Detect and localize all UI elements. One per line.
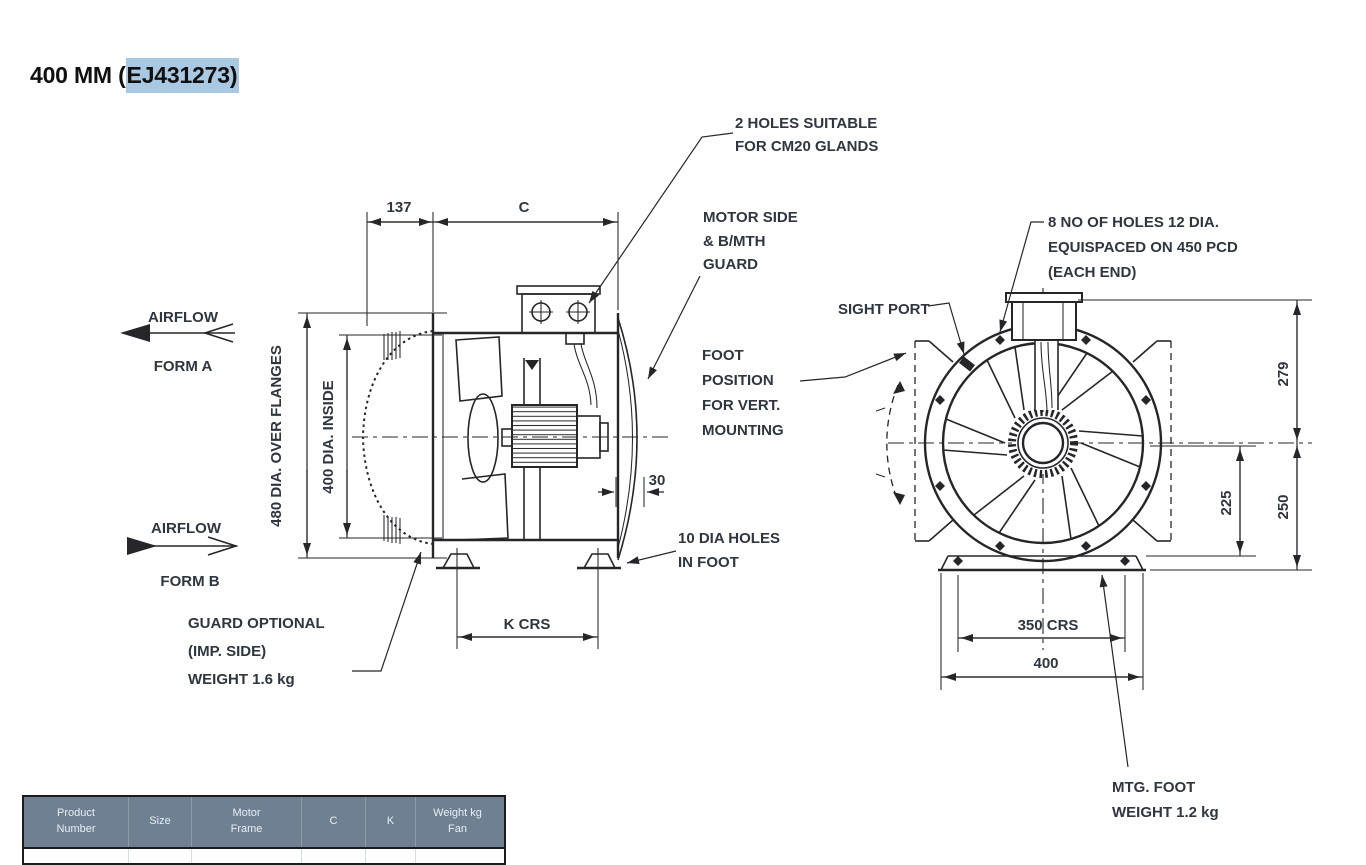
note-foot-pos-line1: FOOT xyxy=(702,347,744,364)
col-header-motor-frame: Motor Frame xyxy=(192,797,302,847)
note-guard-opt-line1: GUARD OPTIONAL xyxy=(188,615,325,632)
table-row xyxy=(24,849,504,863)
note-motor-side-guard: MOTOR SIDE & B/MTH GUARD xyxy=(647,209,798,380)
dim-400-label: 400 xyxy=(1033,655,1058,672)
note-foot-pos-line4: MOUNTING xyxy=(702,422,784,439)
fan-casing xyxy=(431,313,638,561)
note-glands-line2: FOR CM20 GLANDS xyxy=(735,138,878,155)
dimensions-table: Product Number Size Motor Frame C K Weig… xyxy=(22,795,506,865)
note-guard-optional: GUARD OPTIONAL (IMP. SIDE) WEIGHT 1.6 kg xyxy=(188,551,422,688)
dim-225-label: 225 xyxy=(1218,490,1235,515)
front-view: 279 250 225 350 CRS xyxy=(875,288,1312,690)
airflow-left-arrow-icon xyxy=(120,323,235,343)
bellmouth-outer-arc xyxy=(617,317,638,561)
form-b-label: FORM B xyxy=(160,573,219,590)
annotations-front: 8 NO OF HOLES 12 DIA. EQUISPACED ON 450 … xyxy=(838,214,1238,821)
title-prefix: 400 MM ( xyxy=(30,62,126,88)
dim-480-label: 480 DIA. OVER FLANGES xyxy=(268,345,285,527)
terminal-box xyxy=(516,285,601,334)
note-guard-opt-line3: WEIGHT 1.6 kg xyxy=(188,671,295,688)
dim-400-inside: 400 DIA. INSIDE xyxy=(320,334,442,539)
impeller-blades-front xyxy=(942,346,1144,540)
note-foot-pos-line2: POSITION xyxy=(702,372,774,389)
dim-k-crs-label: K CRS xyxy=(504,616,551,633)
note-foot-holes-line2: IN FOOT xyxy=(678,554,739,571)
dim-30-label: 30 xyxy=(649,472,666,489)
inlet-guard xyxy=(361,330,434,545)
motor-support-strut xyxy=(523,358,541,540)
side-view: 137 C 480 DIA. OVER FLANGES 400 DIA. INS… xyxy=(268,199,668,649)
airflow-b-label: AIRFLOW xyxy=(151,520,222,537)
bellmouth-inner-arc xyxy=(617,329,633,549)
col-header-weight: Weight kg Fan xyxy=(433,807,482,835)
impeller-blades xyxy=(455,336,509,541)
foot-swing-arc xyxy=(886,384,899,502)
note-guard-opt-line2: (IMP. SIDE) xyxy=(188,643,266,660)
col-header-product-number: Product Number xyxy=(24,797,129,847)
airflow-form-b: AIRFLOW FORM B xyxy=(127,520,239,590)
note-glands-line1: 2 HOLES SUITABLE xyxy=(735,115,877,132)
note-8-holes: 8 NO OF HOLES 12 DIA. EQUISPACED ON 450 … xyxy=(999,214,1238,333)
flange-bolt-holes xyxy=(935,335,1151,551)
note-mtg-foot-line2: WEIGHT 1.2 kg xyxy=(1112,804,1219,821)
note-foot-holes: 10 DIA HOLES IN FOOT xyxy=(626,530,780,571)
note-8-holes-line3: (EACH END) xyxy=(1048,264,1136,281)
col-header-k: K xyxy=(366,797,416,847)
mounting-feet-side xyxy=(436,548,621,584)
airflow-form-a: AIRFLOW FORM A xyxy=(120,309,235,375)
page-title: 400 MM (EJ431273) xyxy=(30,58,240,93)
form-a-label: FORM A xyxy=(154,358,213,375)
note-foot-position: FOOT POSITION FOR VERT. MOUNTING xyxy=(702,347,907,439)
dim-137-and-C: 137 C xyxy=(366,199,619,326)
dim-480-over-flanges: 480 DIA. OVER FLANGES xyxy=(268,312,447,559)
table-header-row: Product Number Size Motor Frame C K Weig… xyxy=(24,797,504,849)
note-mtg-foot: MTG. FOOT WEIGHT 1.2 kg xyxy=(1099,574,1219,821)
sight-port-marker xyxy=(959,356,975,372)
dim-225: 225 xyxy=(1146,445,1256,557)
motor xyxy=(501,404,609,468)
dim-137-label: 137 xyxy=(386,199,411,216)
motor-cable xyxy=(565,332,598,409)
dim-279-250: 279 250 xyxy=(1078,299,1312,571)
hub xyxy=(1008,408,1078,478)
col-header-size: Size xyxy=(129,797,192,847)
mounting-foot-front xyxy=(938,555,1146,572)
dim-250-label: 250 xyxy=(1275,494,1292,519)
note-8-holes-line2: EQUISPACED ON 450 PCD xyxy=(1048,239,1238,256)
note-sight-port-label: SIGHT PORT xyxy=(838,301,930,318)
note-8-holes-line1: 8 NO OF HOLES 12 DIA. xyxy=(1048,214,1219,231)
dim-350-crs-label: 350 CRS xyxy=(1018,617,1079,634)
note-motor-side-line2: & B/MTH xyxy=(703,233,766,250)
note-sight-port: SIGHT PORT xyxy=(838,301,965,355)
dim-350-400: 350 CRS 400 xyxy=(940,573,1144,690)
note-foot-holes-line1: 10 DIA HOLES xyxy=(678,530,780,547)
note-motor-side-line3: GUARD xyxy=(703,256,758,273)
note-gland-holes: 2 HOLES SUITABLE FOR CM20 GLANDS xyxy=(588,115,878,304)
dim-400-inside-label: 400 DIA. INSIDE xyxy=(320,380,337,493)
dim-k-crs: K CRS xyxy=(456,584,599,649)
annotations-side: 2 HOLES SUITABLE FOR CM20 GLANDS MOTOR S… xyxy=(188,115,907,688)
dim-279-label: 279 xyxy=(1275,361,1292,386)
dim-c-label: C xyxy=(519,199,530,216)
title-highlighted-text[interactable]: EJ431273) xyxy=(125,58,240,93)
col-header-c: C xyxy=(302,797,366,847)
airflow-right-arrow-icon xyxy=(127,536,239,556)
note-motor-side-line1: MOTOR SIDE xyxy=(703,209,798,226)
note-foot-pos-line3: FOR VERT. xyxy=(702,397,780,414)
airflow-a-label: AIRFLOW xyxy=(148,309,219,326)
dim-30: 30 xyxy=(598,472,665,507)
note-mtg-foot-line1: MTG. FOOT xyxy=(1112,779,1195,796)
terminal-box-front xyxy=(1005,292,1083,411)
vertical-foot-positions xyxy=(875,340,1172,542)
